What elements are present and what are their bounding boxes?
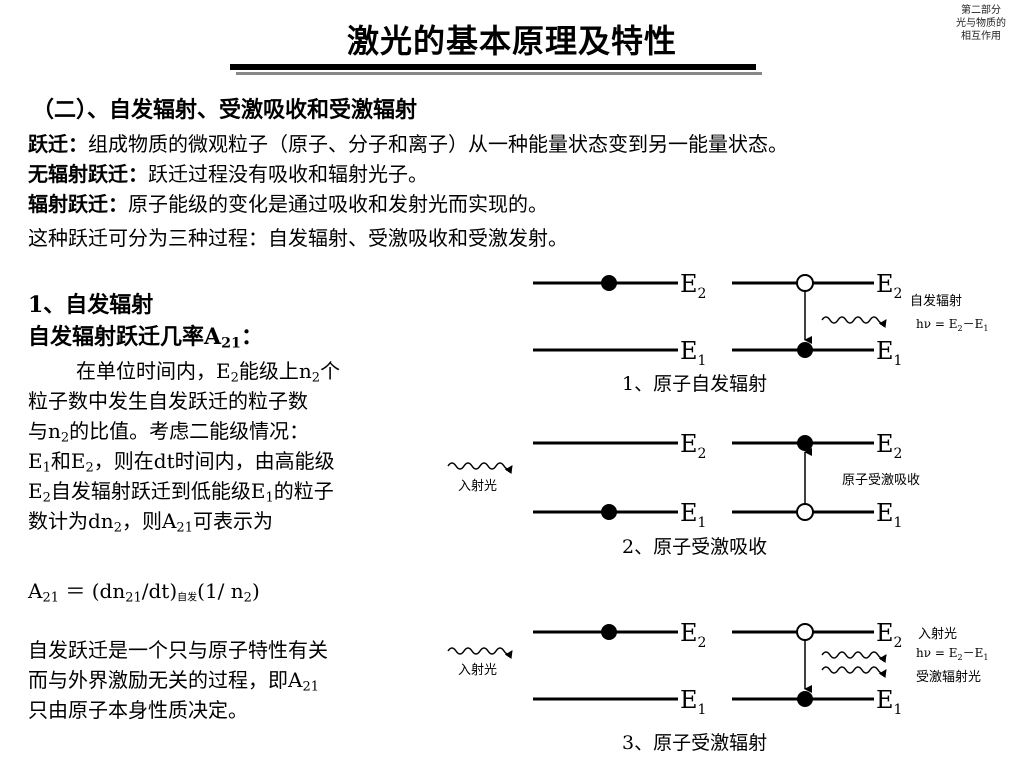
corner-line-2: 光与物质的 (956, 18, 1006, 29)
definition-nonradiative: 无辐射跃迁：跃迁过程没有吸收和辐射光子。 (28, 158, 428, 187)
rate-title-sub: 21 (221, 335, 241, 352)
atom-filled-icon (797, 691, 813, 707)
paragraph-line: E2自发辐射跃迁到低能级E1的粒子 (28, 479, 334, 506)
absorption-label: 原子受激吸收 (842, 473, 920, 488)
diagram-caption: 1、原子自发辐射 (622, 373, 767, 395)
corner-line-1: 第二部分 (961, 5, 1001, 16)
diagram-spontaneous-emission: E2 E1 E2 E1 自发辐射 hν = E2－E1 1、原子自发辐射 (533, 270, 988, 395)
paragraph-line: E1和E2，则在dt时间内，由高能级 (28, 449, 335, 476)
explanation-paragraph: 在单位时间内，E2能级上n2个 粒子数中发生自发跃迁的粒子数 与n2的比值。考虑… (28, 356, 418, 536)
atom-filled-icon (601, 504, 617, 520)
photon-wave-icon (447, 647, 513, 660)
rate-title-colon: ： (240, 324, 263, 350)
definition-text: 组成物质的微观粒子（原子、分子和离子）从一种能量状态变到另一能量状态。 (88, 132, 788, 156)
photon-wave-icon (821, 651, 887, 664)
diagram-stimulated-absorption: E2 E1 入射光 E2 E1 原子受激吸收 2、原子受激吸收 (447, 430, 920, 558)
stimulated-light-label: 受激辐射光 (916, 669, 981, 685)
conclusion-paragraph: 自发跃迁是一个只与原子特性有关 而与外界激励无关的过程，即A21 只由原子本身性… (28, 635, 428, 725)
definition-radiative: 辐射跃迁：原子能级的变化是通过吸收和发射光而实现的。 (28, 188, 548, 217)
level-label-e1: E1 (680, 337, 706, 369)
atom-empty-icon (796, 503, 814, 521)
paragraph-line: 粒子数中发生自发跃迁的粒子数 (28, 389, 308, 413)
definition-term: 辐射跃迁： (28, 192, 128, 216)
photon-wave-icon (447, 462, 513, 475)
rate-title: 自发辐射跃迁几率A21： (28, 319, 263, 351)
atom-empty-icon (796, 623, 814, 641)
level-label-e1: E1 (680, 499, 706, 531)
definition-term: 跃迁： (28, 132, 88, 156)
title-rule (230, 64, 756, 70)
rate-formula: A21 ＝ (dn21/dt)自发(1/ n2) (28, 579, 260, 606)
diagram-stimulated-emission: E2 E1 入射光 E2 E1 入射光 hν = E2－E1 受激辐射光 3、原… (447, 619, 988, 754)
spontaneous-label: 自发辐射 (910, 293, 962, 309)
level-label-e1: E1 (876, 686, 902, 718)
incident-light-label: 入射光 (918, 626, 957, 642)
paragraph-line: 数计为dn2，则A21可表示为 (28, 509, 273, 536)
diagram-caption: 3、原子受激辐射 (622, 732, 767, 754)
level-label-e1: E1 (876, 499, 902, 531)
paragraph-line: 自发跃迁是一个只与原子特性有关 (28, 638, 328, 662)
atom-empty-icon (796, 274, 814, 292)
definition-text: 原子能级的变化是通过吸收和发射光而实现的。 (128, 192, 548, 216)
slide-title: 激光的基本原理及特性 (346, 22, 677, 60)
corner-line-3: 相互作用 (961, 31, 1001, 42)
atom-filled-icon (797, 435, 813, 451)
level-label-e2: E2 (680, 430, 706, 462)
level-label-e2: E2 (680, 270, 706, 302)
level-label-e1: E1 (876, 337, 902, 369)
title-rule-shadow (236, 72, 762, 75)
paragraph-line: 只由原子本身性质决定。 (28, 698, 248, 722)
incident-light-label: 入射光 (458, 662, 497, 678)
level-label-e2: E2 (876, 619, 902, 651)
level-label-e1: E1 (680, 686, 706, 718)
rate-title-text: 自发辐射跃迁几率A (28, 324, 222, 350)
definition-transition: 跃迁：组成物质的微观粒子（原子、分子和离子）从一种能量状态变到另一能量状态。 (28, 128, 788, 157)
photon-wave-icon (821, 666, 887, 679)
level-label-e2: E2 (876, 270, 902, 302)
photon-wave-icon (821, 316, 887, 329)
section-title: （二）、自发辐射、受激吸收和受激辐射 (32, 97, 418, 123)
atom-filled-icon (601, 624, 617, 640)
level-label-e2: E2 (876, 430, 902, 462)
subsection-title: 1、自发辐射 (28, 292, 154, 318)
incident-light-label: 入射光 (458, 478, 497, 494)
paragraph-line: 而与外界激励无关的过程，即A21 (28, 668, 319, 695)
three-processes-text: 这种跃迁可分为三种过程：自发辐射、受激吸收和受激发射。 (28, 226, 568, 250)
photon-energy-label: hν = E2－E1 (916, 317, 988, 333)
corner-label: 第二部分 光与物质的 相互作用 (948, 4, 1014, 43)
atom-filled-icon (601, 275, 617, 291)
level-label-e2: E2 (680, 619, 706, 651)
definition-text: 跃迁过程没有吸收和辐射光子。 (148, 162, 428, 186)
paragraph-line: 在单位时间内，E2能级上n2个 (76, 359, 341, 386)
atom-filled-icon (797, 342, 813, 358)
diagram-caption: 2、原子受激吸收 (622, 536, 767, 558)
photon-energy-label: hν = E2－E1 (916, 646, 988, 662)
paragraph-line: 与n2的比值。考虑二能级情况： (28, 419, 310, 446)
definition-term: 无辐射跃迁： (28, 162, 148, 186)
